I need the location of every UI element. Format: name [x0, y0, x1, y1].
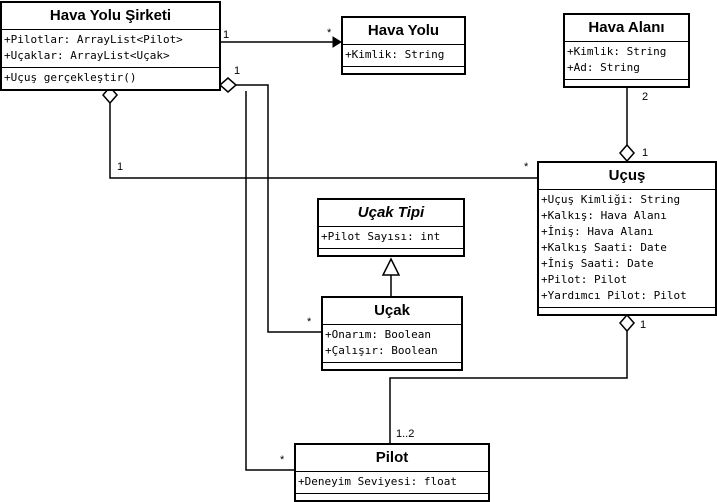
- class-name: Uçuş: [608, 167, 646, 184]
- class-attribute: +Çalışır: Boolean: [325, 344, 438, 357]
- class-attribute: +Kimlik: String: [345, 48, 445, 61]
- class-attribute: +Deneyim Seviyesi: float: [298, 475, 457, 488]
- class-operation: +Uçuş gerçekleştir(): [4, 71, 137, 84]
- class-attributes: +Onarım: Boolean +Çalışır: Boolean: [323, 324, 461, 362]
- class-name: Hava Alanı: [588, 19, 665, 36]
- multiplicity-label: 1: [234, 65, 241, 77]
- generalization-triangle-icon: [381, 257, 401, 276]
- class-operations: [296, 493, 488, 500]
- class-operations: [565, 79, 688, 86]
- association-arrowhead-icon: [332, 36, 342, 48]
- aggregation-diamond-icon: [102, 85, 118, 105]
- class-airline-company[interactable]: Hava Yolu Şirketi +Pilotlar: ArrayList<P…: [0, 1, 221, 91]
- class-attributes: +Kimlik: String +Ad: String: [565, 41, 688, 79]
- class-name: Uçak Tipi: [357, 204, 425, 221]
- multiplicity-label: 1: [640, 319, 647, 331]
- multiplicity-label: *: [307, 316, 312, 328]
- aggregation-company-flight: [109, 103, 538, 179]
- class-attribute: +Yardımcı Pilot: Pilot: [541, 289, 687, 302]
- multiplicity-label: 1..2: [396, 428, 415, 440]
- class-aircraft[interactable]: Uçak +Onarım: Boolean +Çalışır: Boolean: [321, 296, 463, 371]
- class-attribute: +Kimlik: String: [567, 45, 667, 58]
- class-name: Uçak: [374, 302, 410, 319]
- class-attribute: +İniş Saati: Date: [541, 257, 654, 270]
- multiplicity-label: *: [524, 161, 529, 173]
- class-attributes: +Pilotlar: ArrayList<Pilot> +Uçaklar: Ar…: [2, 29, 219, 67]
- multiplicity-label: 2: [642, 91, 649, 103]
- class-aircraft-type[interactable]: Uçak Tipi +Pilot Sayısı: int: [317, 198, 465, 257]
- multiplicity-label: 1: [117, 161, 124, 173]
- class-pilot[interactable]: Pilot +Deneyim Seviyesi: float: [294, 443, 490, 502]
- class-flight[interactable]: Uçuş +Uçuş Kimliği: String +Kalkış: Hava…: [537, 161, 717, 316]
- aggregation-diamond-icon: [218, 77, 238, 93]
- multiplicity-label: *: [280, 454, 285, 466]
- class-attribute: +Pilot Sayısı: int: [321, 230, 441, 243]
- class-attributes: +Pilot Sayısı: int: [319, 226, 463, 248]
- class-operations: [539, 307, 715, 314]
- class-attribute: +Kalkış: Hava Alanı: [541, 209, 667, 222]
- class-attribute: +Kalkış Saati: Date: [541, 241, 667, 254]
- class-attribute: +Pilot: Pilot: [541, 273, 628, 286]
- aggregation-company-aircraft: [236, 84, 321, 333]
- class-operations: [343, 66, 464, 73]
- class-attribute: +Ad: String: [567, 61, 640, 74]
- aggregation-flight-pilot: [389, 331, 628, 443]
- class-name: Hava Yolu: [367, 22, 440, 39]
- class-attributes: +Uçuş Kimliği: String +Kalkış: Hava Alan…: [539, 189, 715, 307]
- aggregation-company-pilot: [245, 91, 294, 471]
- class-name: Hava Yolu Şirketi: [49, 7, 172, 24]
- class-airport[interactable]: Hava Alanı +Kimlik: String +Ad: String: [563, 13, 690, 88]
- class-attributes: +Kimlik: String: [343, 44, 464, 66]
- class-name: Pilot: [375, 449, 409, 466]
- multiplicity-label: 1: [642, 147, 649, 159]
- aggregation-diamond-icon: [619, 143, 635, 163]
- class-operations: [323, 362, 461, 369]
- class-operations: +Uçuş gerçekleştir(): [2, 67, 219, 89]
- class-attributes: +Deneyim Seviyesi: float: [296, 471, 488, 493]
- class-airline[interactable]: Hava Yolu +Kimlik: String: [341, 16, 466, 75]
- class-attribute: +İniş: Hava Alanı: [541, 225, 654, 238]
- multiplicity-label: 1: [223, 29, 230, 41]
- class-attribute: +Pilotlar: ArrayList<Pilot>: [4, 33, 183, 46]
- aggregation-diamond-icon: [619, 313, 635, 333]
- class-attribute: +Uçaklar: ArrayList<Uçak>: [4, 49, 170, 62]
- class-attribute: +Onarım: Boolean: [325, 328, 431, 341]
- multiplicity-label: *: [327, 27, 332, 39]
- class-attribute: +Uçuş Kimliği: String: [541, 193, 681, 206]
- class-operations: [319, 248, 463, 255]
